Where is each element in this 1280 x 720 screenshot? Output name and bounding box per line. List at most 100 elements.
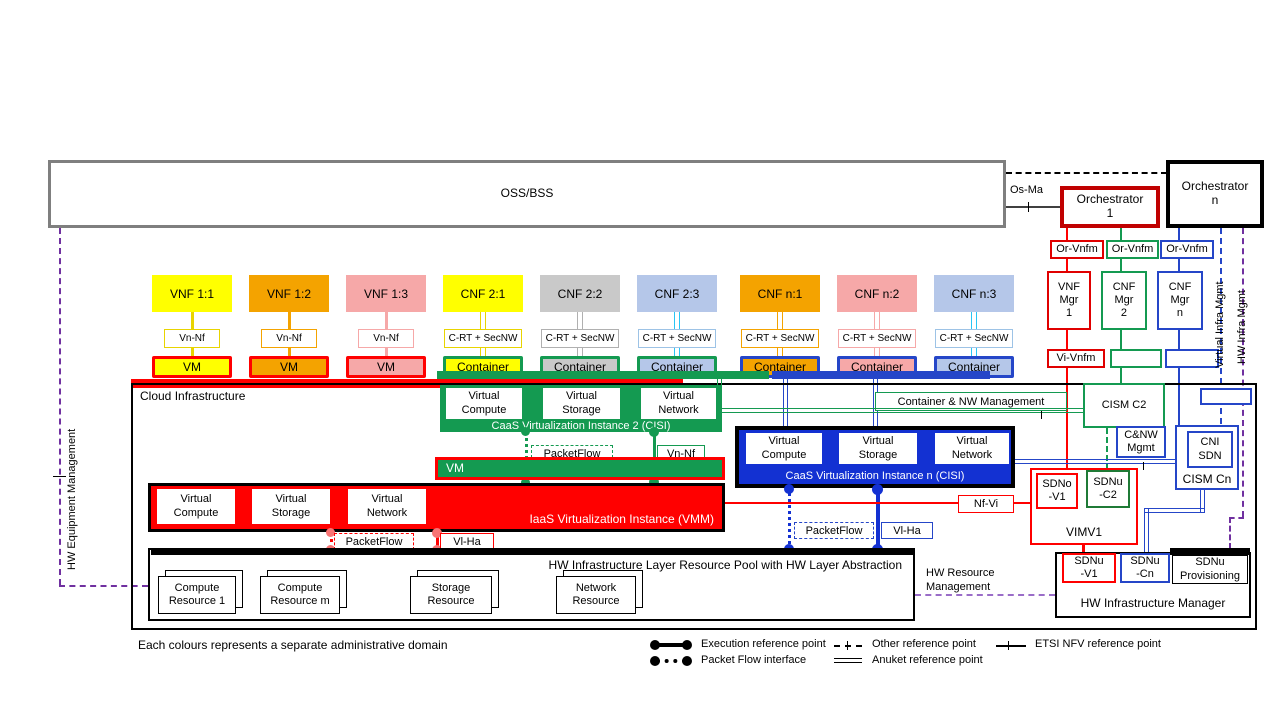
sdno-v1-box: SDNo -V1 xyxy=(1036,473,1078,509)
sdnu-provisioning-bar xyxy=(1170,548,1250,555)
legend-etsi-label: ETSI NFV reference point xyxy=(1035,638,1161,650)
sdnu-provisioning-box: SDNu Provisioning xyxy=(1172,555,1248,584)
container-nw-management-label: Container & NW Management xyxy=(875,392,1067,411)
compute-resource-m-label: Compute Resource m xyxy=(270,581,330,607)
os-ma-label: Os-Ma xyxy=(1010,184,1043,196)
container-green-bus-bar xyxy=(437,371,769,379)
iaas-title: IaaS Virtualization Instance (VMM) xyxy=(529,512,714,526)
c-rt-secnw-ref-label: C-RT + SecNW xyxy=(541,329,619,348)
ref-text: C-RT + SecNW xyxy=(939,333,1009,344)
sdnu-provisioning-label: SDNu Provisioning xyxy=(1180,556,1240,582)
caasn-vl-ha-line xyxy=(876,488,880,550)
cism-cn-label: CISM Cn xyxy=(1182,471,1232,486)
oss-to-orchestrator-n-dashed-line xyxy=(1006,172,1167,174)
cni-sdn-box: CNI SDN xyxy=(1187,431,1233,468)
cismcn-down-line-1 xyxy=(1200,490,1205,512)
legend-other-label: Other reference point xyxy=(872,638,976,650)
or-vnfm-vnf-text: Or-Vnfm xyxy=(1056,242,1098,255)
c-rt-secnw-ref-label: C-RT + SecNW xyxy=(444,329,522,348)
unit-text: Container xyxy=(947,360,1001,374)
hw-infra-mgmt-line xyxy=(1242,228,1244,517)
other-legend-tick xyxy=(847,641,848,650)
vn-nf-ref-label: Vn-Nf xyxy=(261,329,317,348)
virtual-compute-label: Virtual Compute xyxy=(173,493,219,519)
ref-text: C-RT + SecNW xyxy=(842,333,912,344)
caasn-virtual-storage: Virtual Storage xyxy=(839,433,917,464)
virtual-compute-label: Virtual Compute xyxy=(461,390,507,416)
hw-equipment-mgmt-label: HW Equipment Management xyxy=(66,428,78,570)
ref-text: C-RT + SecNW xyxy=(642,333,712,344)
nf-vi-text: Nf-Vi xyxy=(973,498,999,510)
hw-infra-mgmt-elbow-v xyxy=(1229,517,1231,549)
anuket-line-caas2-cism2 xyxy=(719,408,1083,413)
or-vnfm-cnf2-text: Or-Vnfm xyxy=(1111,242,1154,255)
sdno-v1-label: SDNo -V1 xyxy=(1042,477,1072,503)
oss-bss-box: OSS/BSS xyxy=(48,160,1006,228)
caasn-packetflow-line xyxy=(788,488,791,550)
cismcn-down-line-3 xyxy=(1144,508,1149,552)
vn-nf-ref-label: Vn-Nf xyxy=(358,329,414,348)
packetflow-dot xyxy=(326,528,335,537)
hw-infra-mgmt-elbow-h xyxy=(1229,517,1244,519)
unit-text: VM xyxy=(377,360,395,374)
os-ma-line xyxy=(1006,206,1060,208)
cloud-infrastructure-label: Cloud Infrastructure xyxy=(140,389,246,403)
admin-domain-note: Each colours represents a separate admin… xyxy=(138,638,448,652)
caas2-virtual-network: Virtual Network xyxy=(641,388,716,419)
virtual-infra-mgmt-line xyxy=(1220,228,1222,434)
compute-resource-1-box: Compute Resource 1 xyxy=(158,576,236,614)
unit-text: Container xyxy=(753,360,807,374)
vn-nf-ref-label: Vn-Nf xyxy=(164,329,220,348)
virtual-network-label: Virtual Network xyxy=(658,390,699,416)
hw-abstraction-bar xyxy=(151,548,913,555)
unit-text: Container xyxy=(850,360,904,374)
anuket-legend-line xyxy=(834,658,862,663)
legend-packetflow-label: Packet Flow interface xyxy=(701,654,807,666)
iaas-vl-ha-line xyxy=(436,532,439,550)
execution-dot xyxy=(432,528,442,538)
execution-legend-line xyxy=(655,643,687,647)
nf-box-cnf-2-3: CNF 2:3 xyxy=(637,275,717,312)
or-vnfm-cnfn-text: Or-Vnfm xyxy=(1166,242,1208,255)
unit-text: VM xyxy=(280,360,298,374)
os-ma-tick xyxy=(1028,202,1029,212)
vm-box-2: VM xyxy=(249,356,329,378)
orchestrator-1-box: Orchestrator 1 xyxy=(1060,186,1160,228)
hw-resource-mgmt-label: HW Resource Management xyxy=(926,567,995,594)
ref-text: C-RT + SecNW xyxy=(545,333,615,344)
anuket-blue-tick xyxy=(1143,462,1144,470)
execution-dot xyxy=(872,484,883,495)
packetflow-legend-line xyxy=(656,659,686,663)
virtual-storage-label: Virtual Storage xyxy=(858,435,898,461)
packetflow-text: PacketFlow xyxy=(805,524,863,537)
container-blue-bus-bar xyxy=(772,371,990,379)
caasn-vl-ha-label: Vl-Ha xyxy=(881,522,933,539)
nf-box-cnf-2-2: CNF 2:2 xyxy=(540,275,620,312)
nf-box-vnf-1-3: VNF 1:3 xyxy=(346,275,426,312)
vi-vnfm-text: Vi-Vnfm xyxy=(1056,351,1096,364)
cism-c2-label: CISM C2 xyxy=(1101,398,1147,411)
etsi-legend-tick xyxy=(1008,641,1009,650)
vimv1-label: VIMV1 xyxy=(1065,524,1102,539)
cnw-mgmt-label: C&NW Mgmt xyxy=(1124,428,1158,454)
hw-infra-mgmt-label: HW Infra Mgmt xyxy=(1236,290,1248,364)
etsi-legend-line xyxy=(996,645,1026,647)
vnf-mgr-1-box: VNF Mgr 1 xyxy=(1047,271,1091,330)
sdnu-cn-box: SDNu -Cn xyxy=(1120,553,1170,583)
vl-ha-text: Vl-Ha xyxy=(453,535,481,548)
cism-cn-box: CNI SDN CISM Cn xyxy=(1175,425,1239,490)
virtual-storage-label: Virtual Storage xyxy=(271,493,311,519)
vm-layer-bar: VM xyxy=(435,457,725,480)
iaas-vl-ha-label: Vl-Ha xyxy=(440,533,494,550)
iaas-virtual-compute: Virtual Compute xyxy=(157,489,235,524)
unit-text: Container xyxy=(456,360,510,374)
packetflow-dot xyxy=(521,427,530,436)
caasn-packetflow-label: PacketFlow xyxy=(794,522,874,539)
nf-box-cnf-n-2: CNF n:2 xyxy=(837,275,917,312)
nf-label: CNF 2:3 xyxy=(654,286,700,301)
packetflow-dot xyxy=(521,478,530,487)
packetflow-legend-dot xyxy=(650,656,660,666)
nf-label: CNF n:2 xyxy=(854,286,900,301)
c-rt-secnw-ref-label: C-RT + SecNW xyxy=(935,329,1013,348)
